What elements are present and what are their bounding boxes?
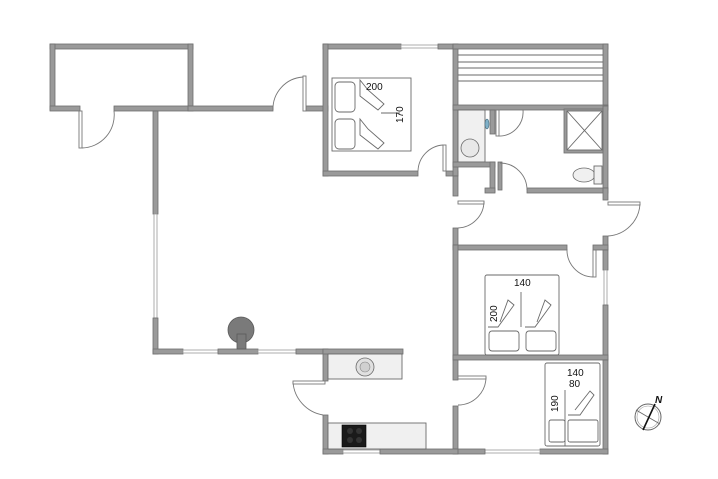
bedroom-2 — [452, 244, 609, 361]
fireplace — [227, 316, 255, 350]
bed3-bottom-label: 80 — [569, 379, 581, 390]
kitchen — [292, 348, 459, 455]
compass-north-icon — [634, 403, 662, 431]
bed2-width-label: 140 — [514, 278, 531, 289]
bed1-width-label: 170 — [395, 106, 406, 123]
shed — [49, 43, 194, 149]
bed3-length-label: 190 — [550, 395, 561, 412]
living-north-wall — [187, 75, 329, 112]
compass-north-label: N — [655, 395, 663, 406]
bed1-length-label: 200 — [366, 82, 383, 93]
bedroom-3 — [452, 359, 609, 455]
sauna — [452, 43, 609, 111]
bed3-top-label: 140 — [567, 368, 584, 379]
hallway — [452, 175, 641, 251]
bedroom-1 — [322, 43, 459, 177]
bathroom — [452, 105, 609, 194]
bed2-length-label: 200 — [489, 305, 500, 322]
